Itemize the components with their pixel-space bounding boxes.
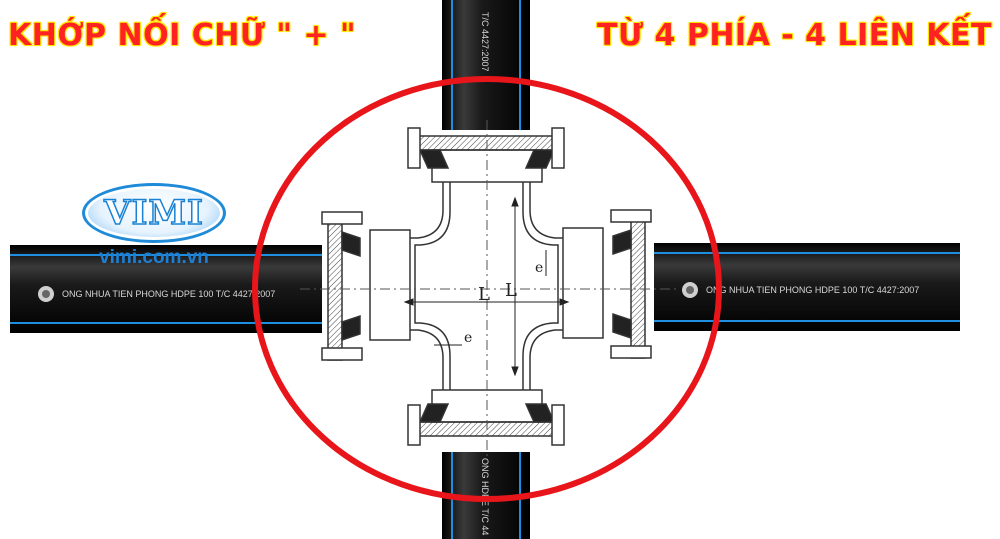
pipe-right-label: ONG NHUA TIEN PHONG HDPE 100 T/C 4427:20…	[706, 285, 919, 295]
vimi-logo: VIMI vimi.com.vn	[82, 183, 232, 269]
dim-wall-top: e	[535, 260, 543, 276]
pipe-left-label: ONG NHUA TIEN PHONG HDPE 100 T/C 4427:20…	[62, 289, 275, 299]
pipe-top-label: T/C 4427:2007	[480, 12, 490, 72]
dim-wall-bottom: e	[464, 330, 472, 346]
centre-lines	[300, 120, 680, 460]
logo-url: vimi.com.vn	[99, 247, 209, 268]
dimension-lines	[403, 196, 570, 377]
logo-oval: VIMI	[82, 183, 226, 243]
pipe-top: T/C 4427:2007	[442, 0, 530, 130]
highlight-circle	[252, 76, 722, 502]
title-left: KHỚP NỐI CHỮ " + "	[8, 18, 357, 53]
pipe-left: ONG NHUA TIEN PHONG HDPE 100 T/C 4427:20…	[10, 245, 322, 333]
logo-brand: VIMI	[103, 192, 204, 234]
dim-length-horizontal: L	[478, 284, 490, 305]
pipe-right: ONG NHUA TIEN PHONG HDPE 100 T/C 4427:20…	[654, 243, 960, 331]
cross-body	[321, 127, 652, 446]
title-right: TỪ 4 PHÍA - 4 LIÊN KẾT	[597, 18, 992, 53]
dim-length-vertical: L	[505, 280, 517, 301]
